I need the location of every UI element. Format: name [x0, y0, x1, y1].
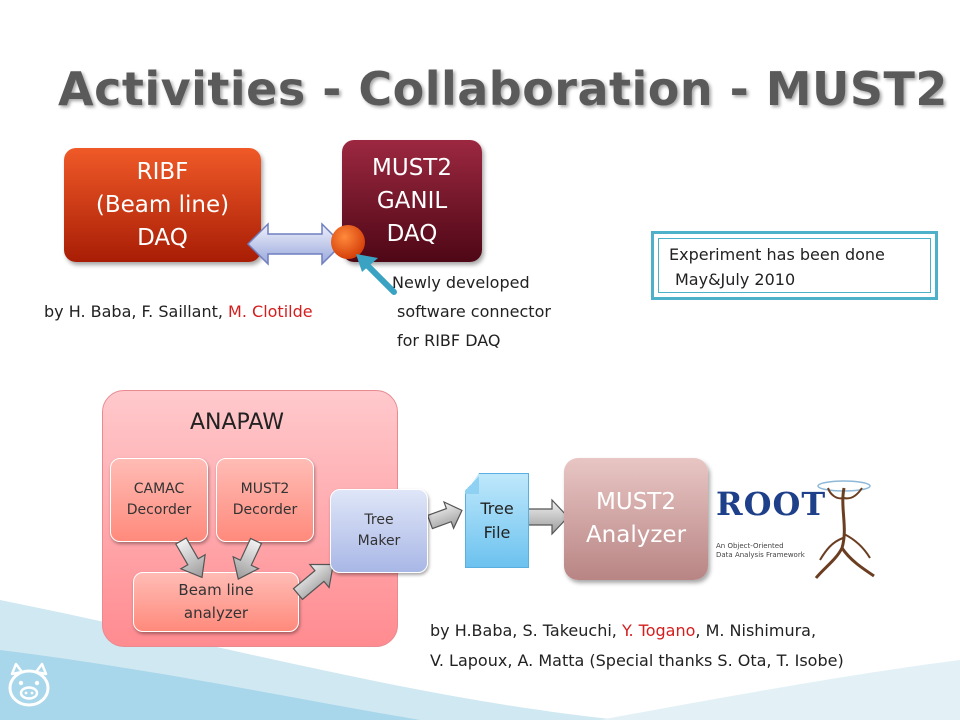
root-tagline-line: An Object-Oriented [716, 542, 784, 550]
tree-file-line: File [483, 522, 511, 542]
credits-bottom-line2: V. Lapoux, A. Matta (Special thanks S. O… [430, 651, 844, 670]
connector-note-line: Newly developed [392, 273, 530, 292]
page-title: Activities - Collaboration - MUST2 [58, 62, 948, 116]
must2-daq-line: MUST2 [372, 154, 452, 181]
experiment-note-line: May&July 2010 [675, 270, 796, 289]
ribf-line: (Beam line) [95, 191, 230, 218]
credits-top: by H. Baba, F. Saillant, M. Clotilde [44, 302, 313, 321]
pig-icon [8, 662, 50, 707]
camac-line: Decorder [126, 502, 192, 518]
connector-dot-icon [331, 225, 365, 259]
tree-maker-line: Maker [357, 533, 401, 549]
credits-top-names: by H. Baba, F. Saillant, [44, 302, 229, 321]
ribf-daq-box: RIBF (Beam line) DAQ [64, 148, 261, 262]
camac-line: CAMAC [133, 481, 185, 497]
credits-bottom-line1: by H.Baba, S. Takeuchi, Y. Togano, M. Ni… [430, 621, 816, 640]
credits-bottom-names: by H.Baba, S. Takeuchi, [430, 621, 622, 640]
credits-bottom-highlight: Y. Togano [621, 621, 696, 640]
experiment-note-frame: Experiment has been done May&July 2010 [658, 238, 931, 293]
credits-bottom-names-b: , M. Nishimura, [695, 621, 817, 640]
beamline-line: analyzer [183, 604, 249, 622]
file-fold-icon [465, 473, 479, 494]
camac-decoder-box: CAMAC Decorder [110, 458, 208, 542]
root-logo-word: ROOT [716, 485, 827, 523]
ribf-line: RIBF [136, 158, 189, 185]
must2-decoder-line: MUST2 [240, 481, 290, 497]
must2-decoder-box: MUST2 Decorder [216, 458, 314, 542]
root-figure-icon [814, 480, 875, 579]
pointer-arrow-icon [356, 254, 397, 295]
connector-note-line: for RIBF DAQ [397, 331, 501, 350]
must2-ganil-daq-box: MUST2 GANIL DAQ [342, 140, 482, 262]
root-logo-tagline: An Object-Oriented Data Analysis Framewo… [716, 542, 805, 560]
beamline-analyzer-box: Beam line analyzer [133, 572, 299, 632]
beamline-line: Beam line [178, 581, 254, 599]
must2-analyzer-box: MUST2 Analyzer [564, 458, 708, 580]
experiment-note-box: Experiment has been done May&July 2010 [651, 231, 938, 300]
must2-daq-line: DAQ [386, 220, 438, 247]
tree-maker-box: Tree Maker [330, 489, 428, 573]
connector-note-line: software connector [397, 302, 551, 321]
experiment-note-line: Experiment has been done [669, 245, 885, 264]
tree-maker-line: Tree [364, 512, 394, 528]
ribf-line: DAQ [137, 224, 188, 251]
must2-decoder-line: Decorder [232, 502, 298, 518]
credits-top-highlight: M. Clotilde [228, 302, 313, 321]
analyzer-line: MUST2 [596, 489, 676, 515]
tree-file-line: Tree [480, 498, 514, 518]
analyzer-line: Analyzer [585, 522, 687, 548]
anapaw-label: ANAPAW [190, 410, 285, 435]
root-tagline-line: Data Analysis Framework [716, 551, 805, 559]
must2-daq-line: GANIL [376, 187, 448, 214]
